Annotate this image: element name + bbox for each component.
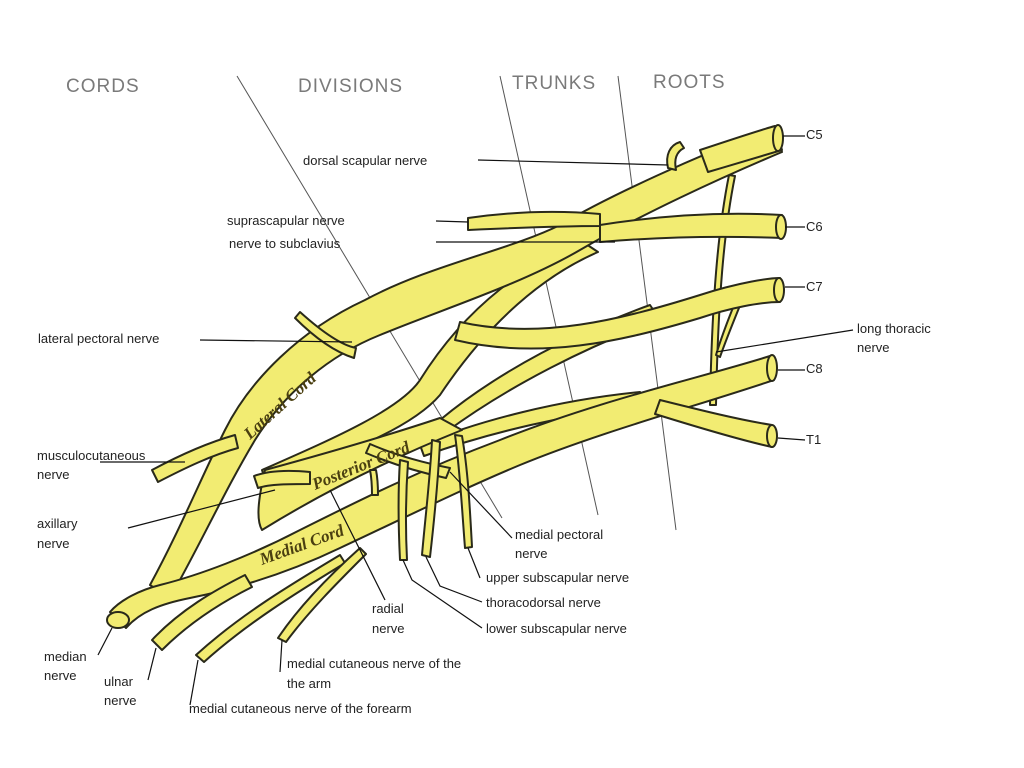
musculocutaneous-nerve <box>151 434 239 483</box>
thoracodorsal-label: thoracodorsal nerve <box>486 595 601 610</box>
c6-root-end <box>775 214 787 240</box>
leader-suprascapular <box>435 220 469 223</box>
root-c8-label: C8 <box>806 361 823 376</box>
c7-root-end <box>773 277 785 303</box>
long-thoracic-label-2: nerve <box>857 340 890 355</box>
leader-axillary <box>127 489 276 529</box>
header-cords: CORDS <box>66 76 140 97</box>
root-c6-label: C6 <box>806 219 823 234</box>
nerve-bundles <box>106 124 787 663</box>
header-trunks: TRUNKS <box>512 73 597 94</box>
leader-lateral-pectoral <box>199 339 353 343</box>
leader-lines <box>97 135 854 706</box>
axillary-nerve <box>253 469 311 489</box>
radial-label-1: radial <box>372 601 404 616</box>
root-c5-label: C5 <box>806 127 823 142</box>
suprascapular-nerve <box>467 210 601 231</box>
med-cut-arm-label-2: the arm <box>287 676 332 691</box>
medial-pectoral-label-2: nerve <box>515 546 548 561</box>
suprascapular-label: suprascapular nerve <box>227 213 345 228</box>
subclavius-label: nerve to subclavius <box>229 236 341 251</box>
dorsal-scapular-label: dorsal scapular nerve <box>303 153 428 168</box>
leader-medial-pectoral <box>449 471 513 539</box>
leader-long-thoracic <box>715 329 854 353</box>
med-cut-forearm-label: medial cutaneous nerve of the forearm <box>189 701 412 716</box>
leader-upper-subscapular <box>467 547 481 579</box>
medial-cutaneous-arm <box>277 547 367 643</box>
leader-med-cut-arm <box>279 639 283 673</box>
long-thoracic-label-1: long thoracic <box>857 321 931 336</box>
dorsal-scapular-nerve <box>666 141 685 171</box>
t1-root <box>654 399 773 448</box>
leader-thoracodorsal <box>425 556 483 603</box>
med-cut-arm-label-1: medial cutaneous nerve of the <box>287 656 462 671</box>
lower-subscapular-branch <box>397 459 409 561</box>
ulnar-label-1: ulnar <box>104 674 133 689</box>
divider-trunks-roots <box>617 75 677 531</box>
t1-root-end <box>766 424 778 448</box>
lateral-pectoral-branch <box>294 311 357 359</box>
lateral-pectoral-label: lateral pectoral nerve <box>38 331 160 346</box>
medial-pectoral-label-1: medial pectoral <box>515 527 604 542</box>
c5-root-end <box>772 124 784 152</box>
axillary-label-2: nerve <box>37 536 70 551</box>
leader-median <box>97 627 113 656</box>
thoracodorsal-branch <box>421 439 441 558</box>
median-label-1: median <box>44 649 87 664</box>
axillary-label-1: axillary <box>37 516 78 531</box>
median-label-2: nerve <box>44 668 77 683</box>
upper-subscapular-label: upper subscapular nerve <box>486 570 630 585</box>
posterior-cord <box>257 417 463 531</box>
medial-cord <box>109 355 775 629</box>
root-c7-label: C7 <box>806 279 823 294</box>
musculocutaneous-label-1: musculocutaneous <box>37 448 146 463</box>
upper-subscapular-branch <box>454 434 473 549</box>
median-nerve-end <box>106 611 130 629</box>
ulnar-label-2: nerve <box>104 693 137 708</box>
c8-root-end <box>766 354 778 382</box>
upper-trunk <box>149 127 783 599</box>
leader-lower-subscapular <box>402 559 483 629</box>
leader-t1 <box>777 437 806 441</box>
root-t1-label: T1 <box>806 432 822 447</box>
leader-radial <box>329 489 386 601</box>
header-roots: ROOTS <box>653 72 726 93</box>
leader-ulnar <box>147 647 157 681</box>
header-divisions: DIVISIONS <box>298 76 404 97</box>
radial-label-2: nerve <box>372 621 405 636</box>
leader-med-cut-forearm <box>189 659 199 706</box>
radial-branch <box>369 469 379 496</box>
lower-subscapular-label: lower subscapular nerve <box>486 621 627 636</box>
c5-root <box>699 125 783 173</box>
ulnar-nerve <box>151 574 253 651</box>
musculocutaneous-label-2: nerve <box>37 467 70 482</box>
leader-dorsal-scapular <box>477 159 669 166</box>
